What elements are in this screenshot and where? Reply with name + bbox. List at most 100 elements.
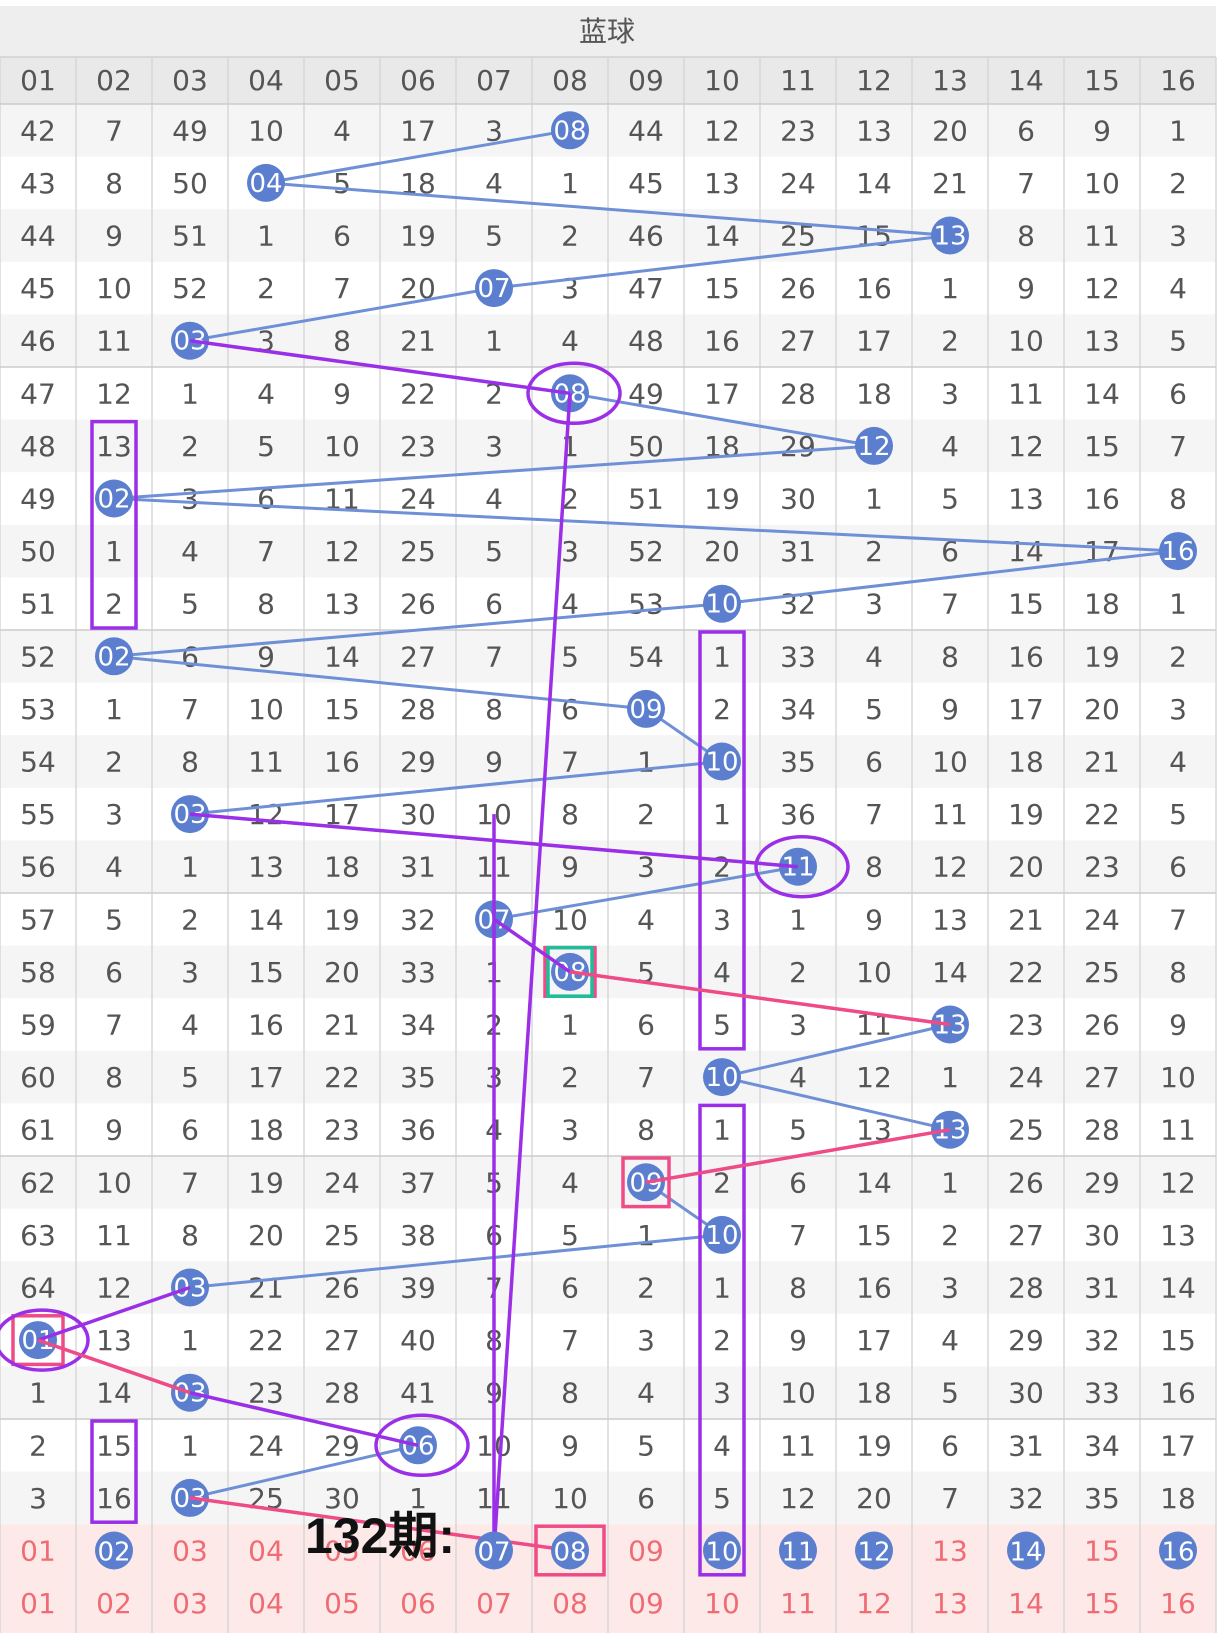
prediction-cell: 14	[1009, 1538, 1042, 1568]
purple-box-col10-upper	[698, 630, 746, 1051]
footer-cell: 02	[96, 1587, 132, 1620]
table-cell: 44	[628, 114, 664, 147]
prediction-cell: 02	[97, 1538, 130, 1568]
table-cell: 9	[561, 1429, 579, 1462]
table-cell: 8	[561, 798, 579, 831]
purple-arrow-1	[189, 338, 571, 396]
footer-cell: 06	[400, 1587, 436, 1620]
table-cell: 18	[1084, 588, 1120, 621]
table-cell: 6	[637, 1482, 655, 1515]
table-cell: 17	[1084, 535, 1120, 568]
column-header-05: 05	[324, 64, 360, 97]
prediction-cell: 15	[1084, 1535, 1120, 1568]
table-cell: 2	[181, 430, 199, 463]
table-cell: 8	[865, 851, 883, 884]
table-cell: 20	[932, 114, 968, 147]
table-cell: 17	[1160, 1429, 1196, 1462]
table-cell: 28	[324, 1377, 360, 1410]
prediction-ball	[551, 1531, 589, 1570]
table-cell: 12	[1008, 430, 1044, 463]
table-cell: 1	[713, 1114, 731, 1147]
table-cell: 20	[248, 1219, 284, 1252]
table-cell: 1	[105, 535, 123, 568]
table-cell: 7	[1169, 430, 1187, 463]
column-header-08: 08	[552, 64, 588, 97]
column-header-04: 04	[248, 64, 284, 97]
table-cell: 50	[172, 167, 208, 200]
table-cell: 33	[1084, 1377, 1120, 1410]
table-cell: 16	[1084, 483, 1120, 516]
table-cell: 1	[561, 167, 579, 200]
table-cell: 28	[780, 377, 816, 410]
table-cell: 4	[637, 1377, 655, 1410]
table-cell: 4	[181, 1009, 199, 1042]
table-cell: 6	[941, 1429, 959, 1462]
table-cell: 7	[789, 1219, 807, 1252]
table-cell: 7	[257, 535, 275, 568]
table-cell: 18	[248, 1114, 284, 1147]
table-cell: 16	[856, 1272, 892, 1305]
table-cell: 5	[105, 903, 123, 936]
footer-cell: 08	[552, 1587, 588, 1620]
table-cell: 1	[941, 1061, 959, 1094]
table-cell: 11	[248, 746, 284, 779]
hit-ball-label: 10	[705, 748, 738, 778]
table-cell: 2	[561, 483, 579, 516]
table-cell: 12	[324, 535, 360, 568]
table-cell: 11	[932, 798, 968, 831]
table-cell: 16	[96, 1482, 132, 1515]
pink-line-2	[645, 1127, 951, 1185]
table-cell: 53	[20, 693, 56, 726]
table-cell: 6	[1169, 851, 1187, 884]
table-cell: 6	[561, 1272, 579, 1305]
table-cell: 26	[1008, 1166, 1044, 1199]
table-cell: 19	[1008, 798, 1044, 831]
purple-circle-r01	[0, 1308, 90, 1372]
table-cell: 7	[637, 1061, 655, 1094]
table-cell: 13	[1008, 483, 1044, 516]
table-cell: 4	[941, 430, 959, 463]
table-cell: 3	[181, 483, 199, 516]
table-cell: 3	[1169, 693, 1187, 726]
table-cell: 2	[485, 377, 503, 410]
table-cell: 38	[400, 1219, 436, 1252]
table-cell: 5	[1169, 325, 1187, 358]
table-grid	[0, 56, 1217, 1633]
purple-circle-r56	[754, 834, 850, 899]
purple-long-line-1	[492, 393, 572, 1551]
table-cell: 13	[248, 851, 284, 884]
table-cell: 23	[1084, 851, 1120, 884]
purple-circle-r47	[526, 361, 622, 426]
table-cell: 30	[1008, 1377, 1044, 1410]
table-cell: 2	[561, 1061, 579, 1094]
prediction-ball	[703, 1531, 741, 1570]
table-cell: 19	[1084, 640, 1120, 673]
table-cell: 6	[789, 1166, 807, 1199]
table-cell: 11	[780, 1429, 816, 1462]
table-cell: 12	[780, 1482, 816, 1515]
prediction-cell: 01	[20, 1535, 56, 1568]
table-cell: 30	[324, 1482, 360, 1515]
table-cell: 16	[856, 272, 892, 305]
hit-ball	[1159, 532, 1197, 571]
table-cell: 8	[561, 1377, 579, 1410]
table-cell: 13	[96, 1324, 132, 1357]
table-cell: 62	[20, 1166, 56, 1199]
table-cell: 10	[552, 1482, 588, 1515]
table-cell: 11	[1084, 220, 1120, 253]
table-cell: 32	[400, 903, 436, 936]
hit-ball	[475, 269, 513, 308]
table-cell: 26	[780, 272, 816, 305]
table-cell: 23	[324, 1114, 360, 1147]
table-cell: 15	[1084, 430, 1120, 463]
table-cell: 64	[20, 1272, 56, 1305]
hit-ball-label: 16	[1161, 537, 1194, 567]
table-cell: 5	[865, 693, 883, 726]
purple-arrow-4	[37, 1285, 191, 1342]
table-cell: 27	[1008, 1219, 1044, 1252]
footer-cell: 12	[856, 1587, 892, 1620]
table-cell: 6	[105, 956, 123, 989]
table-cell: 54	[628, 640, 664, 673]
table-cell: 7	[105, 1009, 123, 1042]
